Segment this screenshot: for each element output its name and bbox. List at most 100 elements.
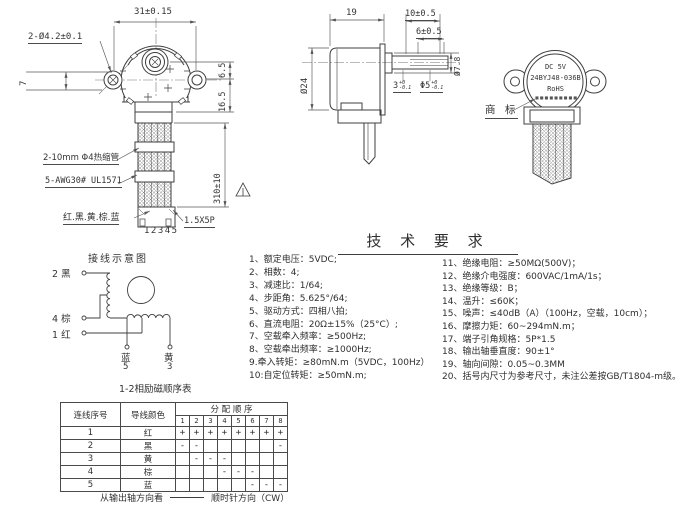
tech-item: 7、空载牵入频率：≥500Hz; (249, 332, 366, 343)
tol-stack: +0-0.1 (399, 81, 411, 91)
wiring-schematic (81, 270, 173, 350)
tech-item: 3、减速比：1/64; (249, 280, 323, 291)
terminal-3-number: 3 (167, 362, 173, 372)
tech-item: 8、空载牵出频率：≥1000Hz; (249, 345, 372, 356)
seq-cell (203, 478, 218, 492)
seq-cell: - (189, 439, 204, 453)
tech-item: 1、额定电压：5VDC; (249, 255, 337, 265)
back-view (503, 50, 607, 185)
seq-cell (231, 439, 246, 453)
seq-cell: - (217, 465, 232, 479)
seq-cell (259, 439, 274, 453)
seq-cell (175, 452, 190, 466)
terminal-5-blue: 蓝 (121, 353, 131, 364)
table-row: 1 红 + + + + + + + + (60, 426, 288, 440)
footer-view-direction: 从输出轴方向看 (100, 494, 164, 504)
seq-cell (189, 465, 204, 479)
wire-spec-label: 5-AWG30# UL1571 (45, 176, 122, 188)
tech-item: 4、步距角：5.625°/64; (249, 293, 348, 304)
front-dimensions (26, 20, 234, 222)
tech-item: 11、绝缘电阻：≥50MΩ(500V)； (442, 259, 581, 269)
footer-rotation-direction: 顺时针方向（CW） (211, 494, 290, 504)
seq-cell: - (273, 439, 288, 453)
tech-item: 19、轴向间隙：0.05~0.3MM (442, 359, 565, 370)
seq-cell (259, 465, 274, 479)
tech-item: 18、输出轴垂直度：90±1° (442, 347, 555, 358)
heatshrink-label: 2-10mm Φ4热缩管 (43, 153, 120, 165)
table-row: 2 黑 - - - (60, 439, 288, 453)
header-sequence: 分 配 顺 序 (175, 402, 288, 416)
seq-cell: + (175, 426, 190, 440)
tech-item: 15、噪声：≤40dB（A）（100Hz，空载，10cm）； (442, 309, 653, 320)
tech-item: 2、相数：4; (249, 267, 300, 278)
dim-bushing-diameter: Ø7.8 (453, 56, 462, 76)
nameplate-voltage: DC 5V (544, 63, 567, 71)
wire-number: 3 (60, 452, 121, 466)
seq-cell: + (245, 426, 260, 440)
tol-main: Φ5 (420, 81, 431, 91)
tol-sub: -0.1 (431, 85, 444, 91)
seq-cell: - (175, 439, 190, 453)
seq-cell: - (245, 465, 260, 479)
pin-numbers-label: 12345 (144, 226, 179, 236)
seq-cell (231, 478, 246, 492)
tech-item: 13、绝缘等级：B； (442, 284, 523, 295)
tol-sup: +0 (431, 80, 438, 86)
step-col: 2 (189, 415, 204, 427)
dim-mount-width: 31±0.15 (134, 7, 172, 17)
seq-cell: - (259, 478, 274, 492)
nameplate-micro-row: ■■■■■■■■■ (535, 95, 579, 100)
terminal-1-red: 1 红 (52, 330, 71, 341)
header-wire-color: 导线颜色 (120, 402, 176, 427)
dim-hole-offset: 7 (19, 80, 29, 86)
seq-cell (231, 452, 246, 466)
excitation-sequence-table: 连线序号 导线颜色 分 配 顺 序 1 2 3 4 5 6 7 8 1 红 + … (60, 402, 288, 492)
table-row: 5 蓝 - - - (60, 478, 288, 492)
tech-item: 20、括号内尺寸为参考尺寸，未注公差按GB/T1804-m级。 (442, 372, 682, 383)
tech-item: 6、直流电阻：20Ω±15%（25°C）; (249, 319, 398, 330)
wire-color: 红 (120, 426, 176, 440)
dim-flat-length: 6±0.5 (416, 27, 442, 39)
seq-cell: - (203, 452, 218, 466)
seq-cell (203, 465, 218, 479)
wire-number: 5 (60, 478, 121, 492)
terminal-5-number: 5 (123, 362, 129, 372)
tech-item: 5、驱动方式：四相八拍; (249, 306, 348, 317)
tech-item: 10:自定位转矩：≥50mN.m; (249, 371, 367, 382)
step-col: 6 (245, 415, 260, 427)
seq-cell (175, 465, 190, 479)
seq-cell: + (189, 426, 204, 440)
tech-item: 14、温升：≤60K； (442, 296, 524, 307)
wire-color: 蓝 (120, 478, 176, 492)
tech-requirements-left: 1、额定电压：5VDC; 2、相数：4; 3、减速比：1/64; 4、步距角：5… (249, 254, 444, 383)
seq-cell (273, 452, 288, 466)
tech-requirements-title: 技 术 要 求 (338, 230, 518, 255)
tech-item: 12、绝缘介电强度：600VAC/1mA/1s； (442, 271, 607, 282)
tech-item: 17、端子引角规格：5P*1.5 (442, 334, 556, 345)
dim-ear-to-bottom: 16.5 (218, 91, 228, 112)
seq-cell: - (189, 452, 204, 466)
step-col: 8 (273, 415, 288, 427)
tech-item: 9.牵入转矩：≥80mN.m（5VDC，100Hz） (249, 358, 430, 369)
wire-color: 棕 (120, 465, 176, 479)
table-row: 4 棕 - - - (60, 465, 288, 479)
wire-number: 4 (60, 465, 121, 479)
side-view (329, 43, 449, 165)
seq-cell: + (273, 426, 288, 440)
wire-number: 2 (60, 439, 121, 453)
step-col: 1 (175, 415, 190, 427)
seq-cell: + (259, 426, 274, 440)
nameplate-model: 24BYJ48-036B (530, 74, 581, 82)
dim-flat-tolerance: 3+0-0.1 (393, 81, 412, 93)
trademark-label: 商 标 (485, 102, 519, 119)
side-dimensions (308, 14, 459, 111)
tol-main: 3 (393, 81, 399, 91)
dim-body-diameter: Ø24 (300, 77, 310, 94)
back-annotations (511, 98, 536, 112)
connector-size-label: 1.5X5P (184, 216, 215, 228)
seq-cell: + (217, 426, 232, 440)
dim-body-depth: 19 (346, 8, 357, 18)
step-col: 4 (217, 415, 232, 427)
